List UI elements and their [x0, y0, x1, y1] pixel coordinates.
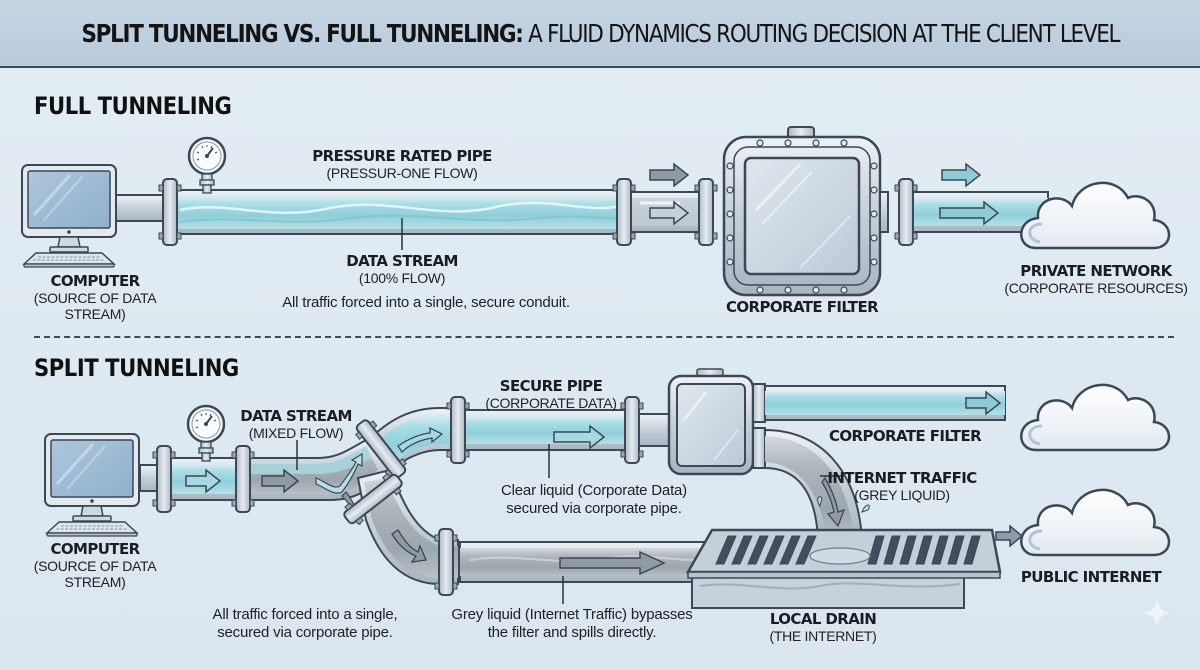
full-filter-label: CORPORATE FILTER	[725, 298, 879, 316]
full-arrow-grey-lower	[649, 200, 690, 226]
split-upper-branch-pipe	[368, 407, 459, 472]
internet-traffic-subtitle: (GREY LIQUID)	[854, 487, 950, 504]
split-computer-subtitle-2: STREAM)	[64, 574, 126, 591]
full-data-stream-title: DATA STREAM	[346, 252, 458, 270]
pressure-pipe-title: PRESSURE RATED PIPE	[312, 147, 492, 165]
split-tunneling-heading: SPLIT TUNNELING	[34, 354, 239, 382]
split-computer-label: COMPUTER (SOURCE OF DATA STREAM)	[33, 540, 157, 591]
full-flange-mid	[612, 178, 636, 246]
full-computer-label: COMPUTER (SOURCE OF DATA STREAM)	[33, 272, 157, 323]
clear-liquid-note: Clear liquid (Corporate Data) secured vi…	[501, 482, 687, 518]
clear-liquid-note-1: Clear liquid (Corporate Data)	[501, 482, 687, 499]
split-flange-1	[152, 445, 176, 513]
local-drain-icon	[685, 496, 1002, 609]
internet-traffic-title: INTERNET TRAFFIC	[827, 469, 977, 487]
full-arrow-teal-upper	[941, 162, 982, 188]
split-gauge-icon	[186, 404, 226, 463]
internet-traffic-label: INTERNET TRAFFIC (GREY LIQUID)	[827, 469, 977, 504]
full-computer-subtitle-1: (SOURCE OF DATA	[33, 290, 157, 307]
pressure-pipe-subtitle: (PRESSUR-ONE FLOW)	[326, 165, 478, 182]
internet-traffic-elbow-pipe	[752, 427, 864, 541]
bypass-pipe-flange	[434, 528, 458, 596]
split-filter-title: CORPORATE FILTER	[828, 427, 982, 445]
split-computer-icon	[43, 432, 141, 538]
full-arrow-grey-upper	[649, 162, 690, 188]
pressure-gauge-icon	[187, 136, 227, 195]
secure-pipe-flange-right	[620, 396, 644, 464]
secure-pipe-flange-left	[446, 396, 470, 464]
public-internet-title: PUBLIC INTERNET	[1020, 568, 1162, 586]
grey-liquid-note-1: Grey liquid (Internet Traffic) bypasses	[451, 606, 693, 623]
pressure-pipe-label: PRESSURE RATED PIPE (PRESSUR-ONE FLOW)	[312, 147, 492, 182]
full-tunneling-note: All traffic forced into a single, secure…	[282, 294, 570, 311]
local-drain-label: LOCAL DRAIN (THE INTERNET)	[769, 610, 877, 645]
secure-pipe-subtitle: (CORPORATE DATA)	[485, 395, 617, 412]
corporate-cloud-icon	[1019, 383, 1171, 452]
local-drain-title: LOCAL DRAIN	[769, 610, 877, 628]
split-data-stream-subtitle: (MIXED FLOW)	[248, 425, 344, 442]
secure-pipe-title: SECURE PIPE	[499, 377, 603, 395]
sparkle-icon	[1142, 598, 1172, 628]
full-pressure-pipe	[171, 189, 621, 235]
drain-to-internet-arrow	[995, 524, 1024, 548]
split-filter-label: CORPORATE FILTER	[828, 427, 982, 445]
private-network-title: PRIVATE NETWORK	[1020, 262, 1172, 280]
full-computer-subtitle-2: STREAM)	[64, 306, 126, 323]
full-connector-pipe	[115, 194, 167, 222]
full-flange-left	[158, 178, 182, 246]
split-left-note-2: secured via corporate pipe.	[217, 624, 393, 641]
split-computer-title: COMPUTER	[50, 540, 140, 558]
local-drain-subtitle: (THE INTERNET)	[769, 628, 877, 645]
public-internet-label: PUBLIC INTERNET	[1020, 568, 1162, 586]
grey-liquid-note: Grey liquid (Internet Traffic) bypasses …	[451, 606, 692, 642]
full-filter-title: CORPORATE FILTER	[725, 298, 879, 316]
full-computer-icon	[20, 163, 118, 269]
full-data-stream-label: DATA STREAM (100% FLOW)	[346, 252, 458, 287]
page-title: SPLIT TUNNELING VS. FULL TUNNELING: A FL…	[81, 18, 1120, 48]
title-bold: SPLIT TUNNELING VS. FULL TUNNELING:	[81, 18, 523, 48]
secure-pipe	[459, 409, 671, 451]
private-network-subtitle: (CORPORATE RESOURCES)	[1004, 280, 1188, 297]
private-network-label: PRIVATE NETWORK (CORPORATE RESOURCES)	[1004, 262, 1188, 297]
public-internet-cloud-icon	[1019, 488, 1171, 557]
full-pipe-to-filter	[619, 191, 713, 233]
split-inlet-pipe	[165, 457, 243, 501]
clear-liquid-note-2: secured via corporate pipe.	[506, 500, 682, 517]
split-flange-2	[231, 445, 255, 513]
secure-pipe-label: SECURE PIPE (CORPORATE DATA)	[485, 377, 617, 412]
full-data-stream-subtitle: (100% FLOW)	[358, 270, 446, 287]
split-data-stream-title: DATA STREAM	[240, 407, 352, 425]
full-flange-filter-out	[894, 178, 918, 246]
section-divider	[34, 336, 1174, 338]
split-computer-subtitle-1: (SOURCE OF DATA	[33, 558, 157, 575]
title-bar: SPLIT TUNNELING VS. FULL TUNNELING: A FL…	[0, 0, 1200, 68]
split-pipe-to-corporate-cloud	[752, 383, 1006, 423]
split-left-note: All traffic forced into a single, secure…	[213, 606, 398, 642]
full-corporate-filter-icon	[722, 126, 882, 297]
full-arrow-teal-lower	[939, 200, 1000, 226]
full-flange-filter-in	[694, 178, 718, 246]
split-data-stream-label: DATA STREAM (MIXED FLOW)	[240, 407, 352, 442]
title-rest: A FLUID DYNAMICS ROUTING DECISION AT THE…	[522, 18, 1120, 48]
split-left-note-1: All traffic forced into a single,	[212, 606, 398, 623]
split-corporate-filter-icon	[667, 368, 755, 476]
grey-liquid-note-2: the filter and spills directly.	[487, 624, 657, 641]
full-computer-title: COMPUTER	[50, 272, 140, 290]
full-tunneling-heading: FULL TUNNELING	[34, 92, 232, 120]
internet-bypass-pipe	[459, 541, 711, 583]
